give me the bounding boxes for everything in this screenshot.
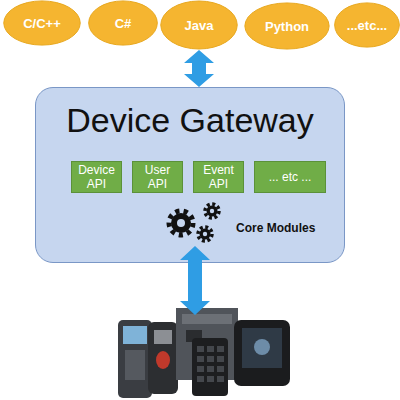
node-label: Python [244, 2, 330, 50]
device-body [148, 322, 178, 394]
node-label: Event API [200, 163, 237, 191]
api-box: ... etc ... [254, 161, 326, 193]
gateway-box: Device GatewayDevice API User API Event AP… [35, 87, 345, 263]
language-ellipse: Java [160, 0, 238, 50]
face-icon [254, 339, 270, 355]
api-box: User API [132, 161, 183, 193]
language-ellipse: C# [88, 0, 158, 46]
node-label: ... etc ... [269, 170, 312, 184]
node-label: ...etc... [334, 2, 400, 48]
device-keypad [125, 350, 145, 380]
device-screen [242, 328, 282, 368]
node-label: C# [88, 0, 158, 46]
device-body [234, 320, 290, 386]
ellipse-shape [335, 3, 400, 47]
node-label: C/C++ [3, 0, 81, 46]
device-detail [154, 330, 172, 344]
node-label: Device API [78, 163, 115, 191]
language-ellipse: ...etc... [334, 2, 400, 48]
ellipse-shape [89, 1, 158, 45]
gear-body [200, 229, 211, 240]
node-label: Java [160, 0, 238, 50]
keypad-keys [197, 346, 224, 382]
fingerprint-sensor [156, 351, 170, 369]
box-title: Device Gateway [36, 100, 344, 140]
device-screen [123, 326, 147, 344]
ellipse-shape [161, 1, 237, 49]
double-arrow [184, 50, 214, 87]
node-label: User API [139, 163, 176, 191]
gear-hole [203, 232, 207, 236]
double-arrow [180, 246, 210, 315]
module-label: Core Modules [236, 221, 315, 235]
language-ellipse: C/C++ [3, 0, 81, 46]
api-box: Device API [71, 161, 122, 193]
ellipse-shape [245, 3, 329, 49]
gear-body [207, 206, 218, 217]
gear-hole [210, 209, 214, 213]
gear-hole [177, 219, 185, 227]
device-body [118, 320, 152, 398]
language-ellipse: Python [244, 2, 330, 50]
board-terminals [182, 314, 232, 324]
ellipse-shape [4, 1, 80, 45]
api-box: Event API [193, 161, 244, 193]
device-body [192, 338, 228, 396]
